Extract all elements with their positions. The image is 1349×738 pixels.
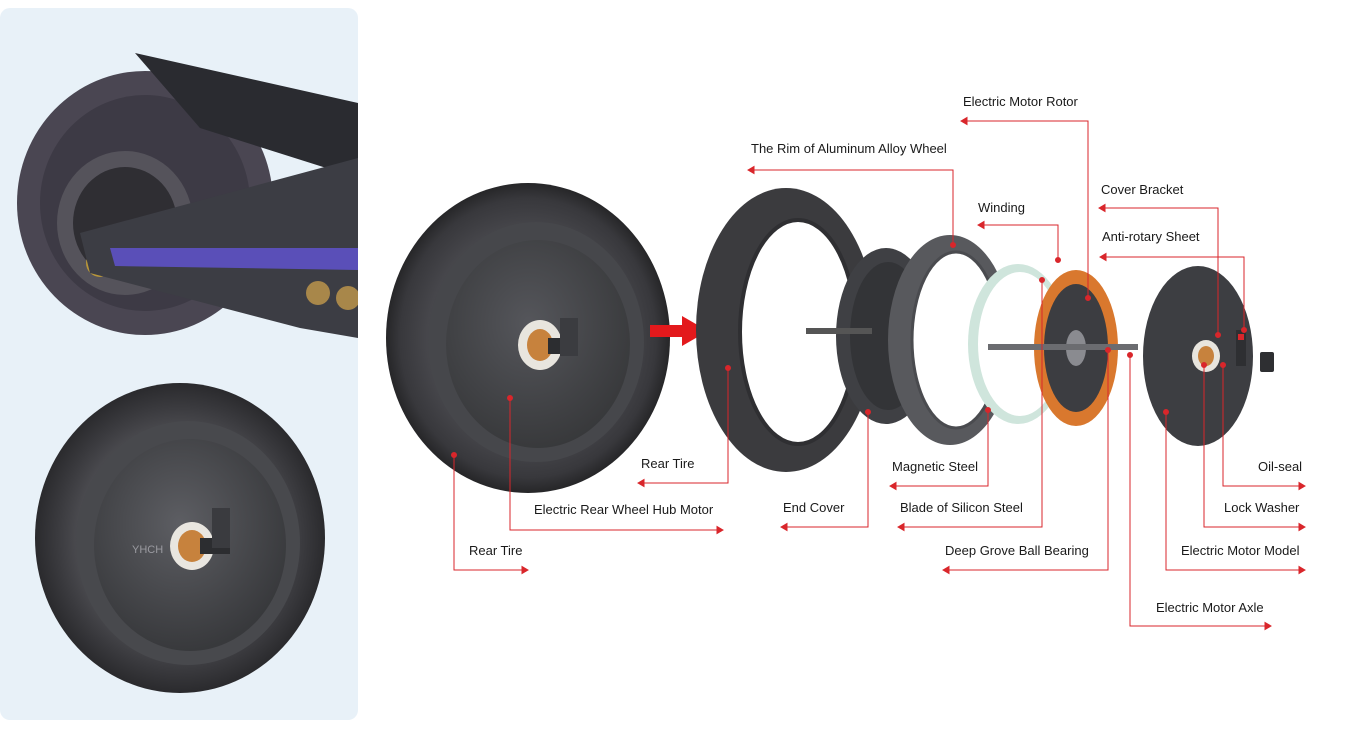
leader-dot-axle xyxy=(1127,352,1133,358)
leader-rotor xyxy=(966,120,1089,298)
leader-anti-rotary xyxy=(1105,256,1245,330)
label-rim: The Rim of Aluminum Alloy Wheel xyxy=(751,141,947,156)
leader-dot-end-cover xyxy=(865,409,871,415)
leader-magnetic-steel xyxy=(895,410,989,487)
anti-rotary-part xyxy=(1236,330,1246,366)
leader-arrowhead-end-cover xyxy=(780,522,788,532)
leader-rim xyxy=(753,169,954,245)
leader-motor-model xyxy=(1165,412,1300,571)
label-ball-bearing: Deep Grove Ball Bearing xyxy=(945,543,1089,558)
leader-dot-lock-washer xyxy=(1201,362,1207,368)
leader-rear-tire-left xyxy=(453,455,523,571)
leader-oil-seal xyxy=(1222,365,1300,487)
leader-dot-magnetic-steel xyxy=(985,407,991,413)
leader-dot-rotor xyxy=(1085,295,1091,301)
leader-end-cover xyxy=(786,412,869,528)
label-magnetic-steel: Magnetic Steel xyxy=(892,459,978,474)
product-photos: YHCH xyxy=(17,53,358,693)
winding-part xyxy=(988,270,1138,426)
label-hub-motor: Electric Rear Wheel Hub Motor xyxy=(534,502,714,517)
leader-arrowhead-magnetic-steel xyxy=(889,481,897,491)
exploded-diagram: Rear Tire Electric Rear Wheel Hub Motor … xyxy=(358,0,1349,738)
leader-arrowhead-motor-model xyxy=(1298,565,1306,575)
leader-arrowhead-rotor xyxy=(960,116,968,126)
label-end-cover: End Cover xyxy=(783,500,845,515)
leader-arrowhead-ball-bearing xyxy=(942,565,950,575)
diagram-graphics xyxy=(386,116,1306,631)
label-blade-silicon: Blade of Silicon Steel xyxy=(900,500,1023,515)
leader-dot-anti-rotary xyxy=(1241,327,1247,333)
leader-arrowhead-lock-washer xyxy=(1298,522,1306,532)
label-anti-rotary: Anti-rotary Sheet xyxy=(1102,229,1200,244)
leader-lines xyxy=(451,116,1306,631)
leader-arrowhead-blade-silicon xyxy=(897,522,905,532)
photo-logo-text: YHCH xyxy=(132,544,163,556)
leader-arrowhead-rear-tire-left xyxy=(521,565,529,575)
leader-arrowhead-hub-motor xyxy=(716,525,724,535)
scooter-wheel-photo xyxy=(17,53,358,338)
label-winding: Winding xyxy=(978,200,1025,215)
photo-panel: YHCH xyxy=(0,8,358,720)
leader-lock-washer xyxy=(1203,365,1300,528)
leader-ball-bearing xyxy=(948,350,1109,571)
label-axle: Electric Motor Axle xyxy=(1156,600,1264,615)
leader-rear-tire-mid xyxy=(643,368,729,484)
leader-axle xyxy=(1129,355,1266,627)
hub-motor-photo: YHCH xyxy=(35,383,325,693)
leader-arrowhead-cover-bracket xyxy=(1098,203,1106,213)
label-rear-tire-mid: Rear Tire xyxy=(641,456,695,471)
leader-dot-motor-model xyxy=(1163,409,1169,415)
leader-dot-cover-bracket xyxy=(1215,332,1221,338)
leader-arrowhead-winding xyxy=(977,220,985,230)
label-motor-model: Electric Motor Model xyxy=(1181,543,1300,558)
leader-dot-rear-tire-mid xyxy=(725,365,731,371)
leader-winding xyxy=(983,224,1059,260)
leader-arrowhead-rim xyxy=(747,165,755,175)
leader-dot-hub-motor xyxy=(507,395,513,401)
leader-blade-silicon xyxy=(903,280,1043,528)
label-cover-bracket: Cover Bracket xyxy=(1101,182,1184,197)
leader-cover-bracket xyxy=(1104,207,1219,335)
nut-part xyxy=(1260,352,1274,372)
label-lock-washer: Lock Washer xyxy=(1224,500,1300,515)
tire-part xyxy=(696,188,876,472)
leader-arrowhead-rear-tire-mid xyxy=(637,478,645,488)
leader-arrowhead-oil-seal xyxy=(1298,481,1306,491)
label-rotor: Electric Motor Rotor xyxy=(963,94,1078,109)
red-arrow xyxy=(650,316,708,346)
assembled-hub-motor xyxy=(386,183,670,493)
leader-dot-ball-bearing xyxy=(1105,347,1111,353)
leader-dot-rear-tire-left xyxy=(451,452,457,458)
label-rear-tire-left: Rear Tire xyxy=(469,543,523,558)
leader-arrowhead-axle xyxy=(1264,621,1272,631)
label-oil-seal: Oil-seal xyxy=(1258,459,1303,474)
leader-dot-blade-silicon xyxy=(1039,277,1045,283)
leader-arrowhead-anti-rotary xyxy=(1099,252,1107,262)
leader-dot-winding xyxy=(1055,257,1061,263)
leader-hub-motor xyxy=(509,398,718,531)
cover-part xyxy=(1143,266,1253,446)
leader-dot-rim xyxy=(950,242,956,248)
leader-dot-oil-seal xyxy=(1220,362,1226,368)
